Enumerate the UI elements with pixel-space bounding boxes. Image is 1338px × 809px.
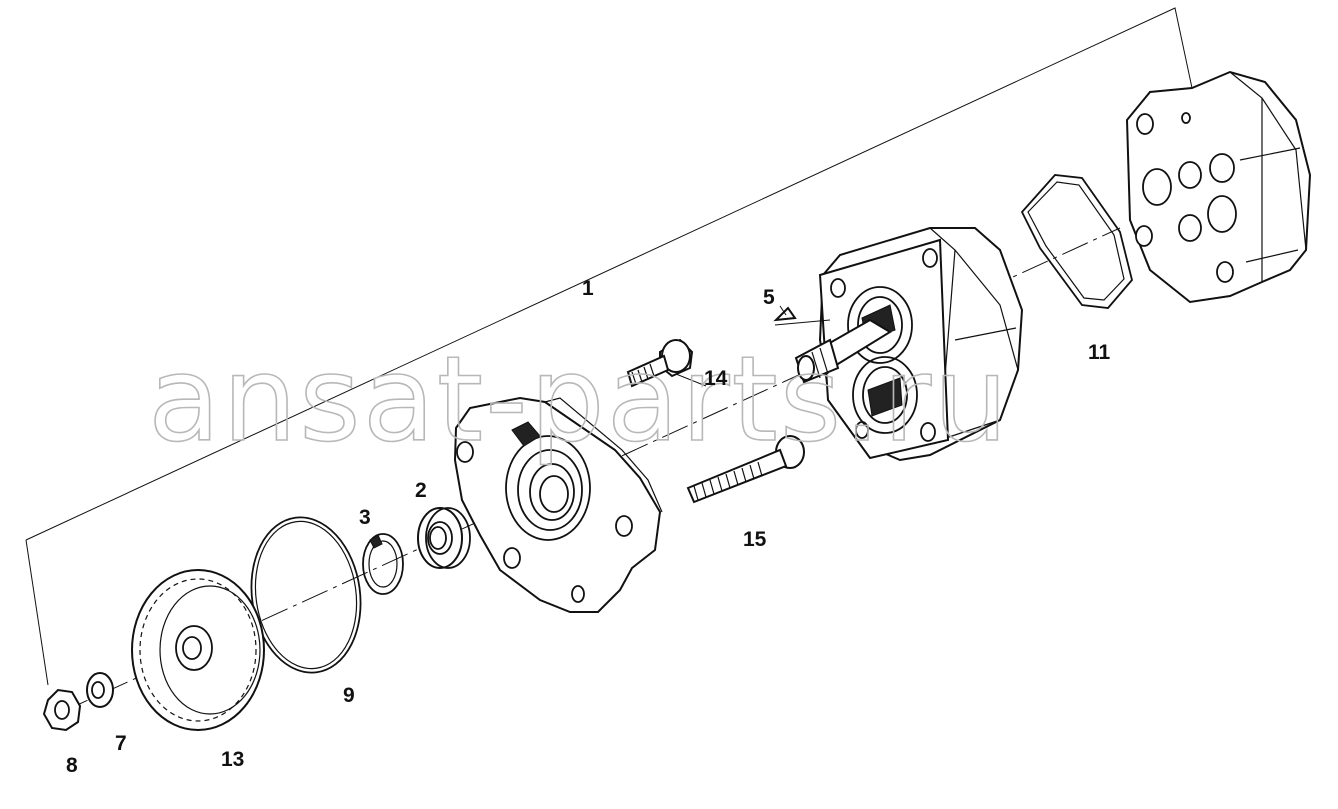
front-flange xyxy=(453,396,663,613)
gasket-seal xyxy=(1020,174,1133,309)
watermark-text: ansat-parts.ru xyxy=(148,330,1010,468)
callout-15: 15 xyxy=(743,528,767,551)
lock-washer xyxy=(86,672,114,708)
circlip xyxy=(362,533,404,595)
callout-13: 13 xyxy=(221,748,244,771)
assembly-bracket xyxy=(25,7,1193,686)
callout-8: 8 xyxy=(66,754,78,777)
hex-nut xyxy=(42,688,82,732)
callout-2: 2 xyxy=(415,479,427,502)
callout-9: 9 xyxy=(343,684,355,707)
callout-3: 3 xyxy=(359,506,371,529)
long-bolt xyxy=(686,435,805,504)
upper-bolt xyxy=(626,338,694,388)
callout-11: 11 xyxy=(1088,341,1111,364)
callout-7: 7 xyxy=(115,732,127,755)
o-ring xyxy=(250,516,362,674)
callout-5: 5 xyxy=(763,286,775,309)
shaft-seal xyxy=(417,507,471,569)
callout-leaders xyxy=(675,305,787,387)
callout-14: 14 xyxy=(704,367,728,390)
end-cover xyxy=(1125,70,1312,304)
pump-body xyxy=(818,227,1024,462)
drive-gear xyxy=(131,569,265,731)
drive-shaft xyxy=(794,318,892,384)
callout-1: 1 xyxy=(582,277,594,300)
